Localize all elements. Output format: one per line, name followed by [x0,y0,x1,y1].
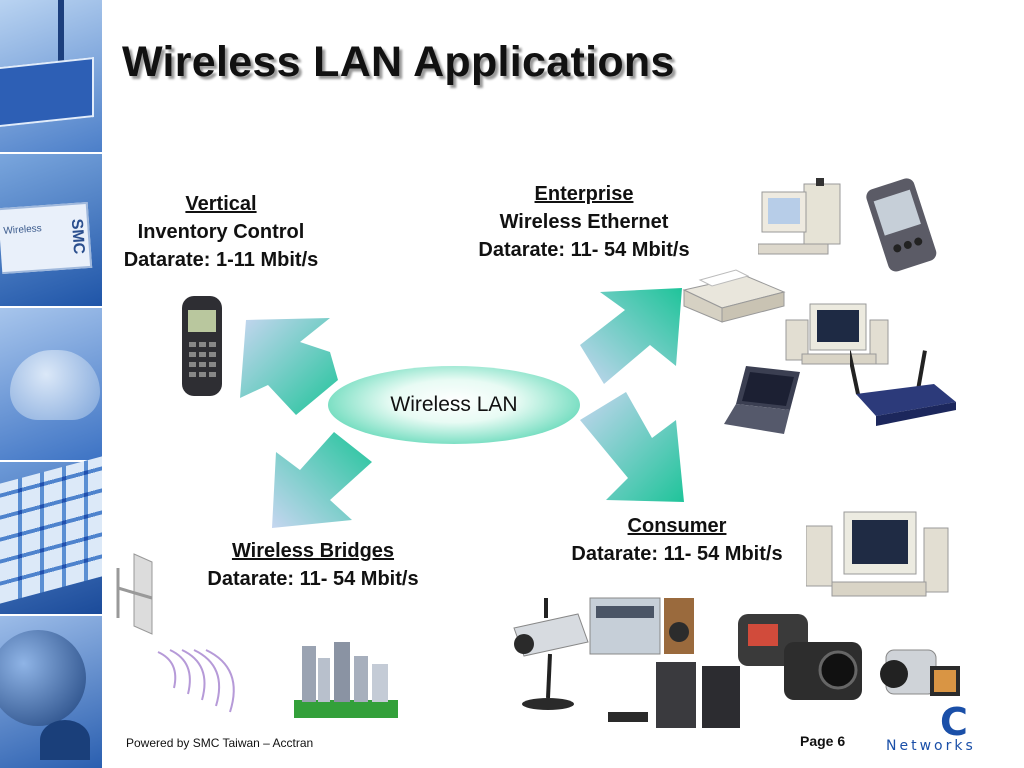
arrow-to-consumer [580,392,684,502]
footer-credit: Powered by SMC Taiwan – Acctran [126,736,314,750]
segment-enterprise: Enterprise Wireless Ethernet Datarate: 1… [456,180,712,264]
desktop-pc-icon [758,178,841,255]
camcorder-icon [880,649,960,696]
hub-label: Wireless LAN [390,393,518,416]
arrow-to-vertical [240,318,338,415]
enterprise-line3: Datarate: 11- 54 Mbit/s [478,239,690,261]
workstation-pc-icon [785,303,889,365]
city-buildings-icon [294,632,398,718]
globe-stand-icon [40,720,90,760]
page-number: Page 6 [800,733,846,749]
smc-logo: C Networks [884,700,1004,762]
pda-icon [866,178,937,272]
laptop-icon [724,366,800,434]
printer-icon [682,269,786,323]
router-antenna-icon [58,0,64,70]
segment-vertical: Vertical Inventory Control Datarate: 1-1… [108,190,334,274]
segment-consumer: Consumer Datarate: 11- 54 Mbit/s [550,512,804,568]
speakers-icon [608,662,740,728]
wireless-lan-hub: Wireless LAN [328,366,580,444]
consumer-heading: Consumer [627,515,727,537]
logo-networks-text: Networks [886,738,976,754]
mobile-terminal-icon [182,296,222,396]
enterprise-heading: Enterprise [534,183,634,205]
vertical-heading: Vertical [185,193,257,215]
arrow-to-bridges [272,432,372,528]
dish-antenna-icon [116,553,153,635]
home-pc-icon [806,511,949,597]
vertical-line3: Datarate: 1-11 Mbit/s [123,249,319,271]
logo-mark: C [940,700,968,744]
arrow-to-enterprise [580,288,682,384]
bridges-heading: Wireless Bridges [231,540,395,562]
stereo-icon [589,597,694,655]
decorative-sidebar: Wireless SMC [0,0,102,768]
slide-title: Wireless LAN Applications [122,38,675,86]
network-camera-icon [513,598,589,710]
radio-waves-icon [157,649,235,713]
bridges-line2: Datarate: 11- 54 Mbit/s [207,568,419,590]
segment-bridges: Wireless Bridges Datarate: 11- 54 Mbit/s [186,537,440,593]
enterprise-line2: Wireless Ethernet [499,211,669,233]
vertical-line2: Inventory Control [137,221,305,243]
consumer-line2: Datarate: 11- 54 Mbit/s [571,543,783,565]
globe-icon [0,630,86,726]
digital-camera-icon [738,614,862,700]
mouse-icon [10,350,100,420]
access-point-icon [850,350,956,426]
